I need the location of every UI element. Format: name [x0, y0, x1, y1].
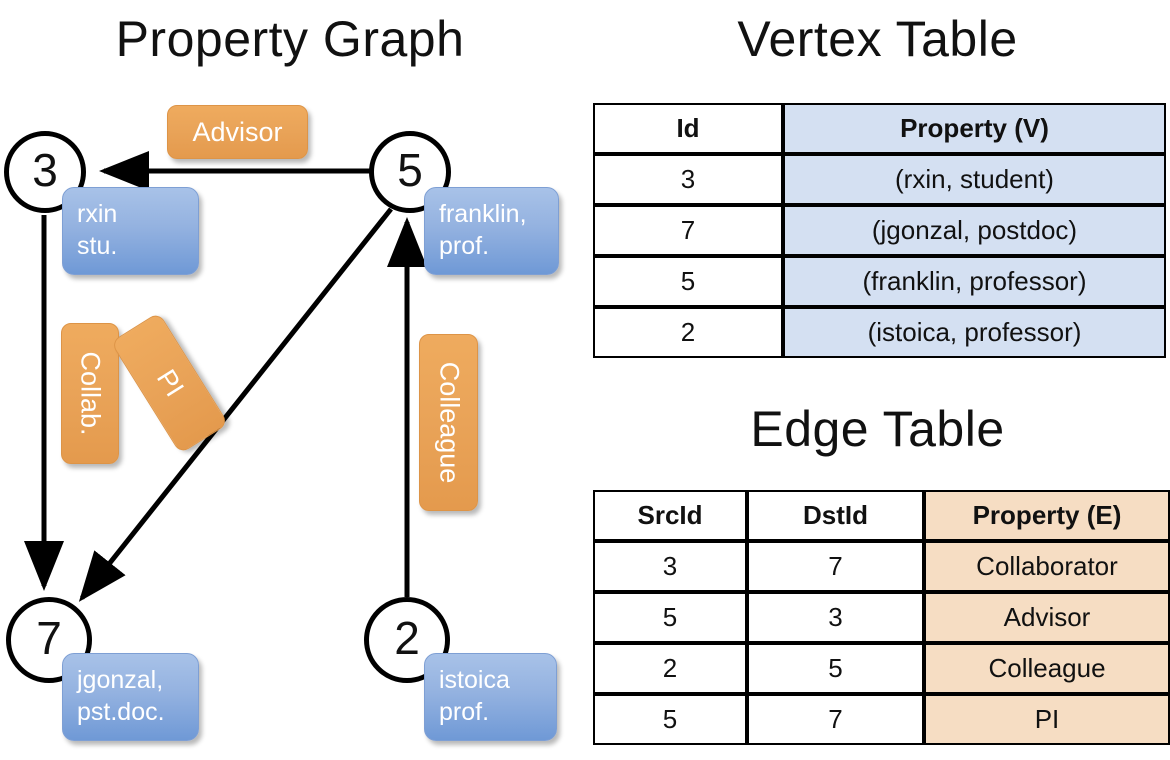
edge-table-header-srcid: SrcId	[593, 490, 747, 541]
page-title-vertex-table: Vertex Table	[737, 11, 1018, 67]
vertex-property-5-line2: prof.	[439, 232, 490, 260]
edge-label-colleague-text: Colleague	[434, 361, 464, 484]
table-row: 3 7 Collaborator	[593, 541, 1170, 592]
edge-table-cell-dstid: 7	[747, 694, 924, 745]
edge-table-cell-dstid: 5	[747, 643, 924, 694]
vertex-table-cell-property: (rxin, student)	[783, 154, 1166, 205]
vertex-table-cell-id: 2	[593, 307, 783, 358]
edge-table-cell-srcid: 5	[593, 694, 747, 745]
vertex-node-5-label: 5	[397, 144, 423, 196]
vertex-table-cell-id: 5	[593, 256, 783, 307]
table-row: 5 3 Advisor	[593, 592, 1170, 643]
table-row: 5 (franklin, professor)	[593, 256, 1166, 307]
vertex-property-2-line1: istoica	[439, 666, 510, 694]
edge-table-cell-property: PI	[924, 694, 1170, 745]
vertex-table: Id Property (V) 3 (rxin, student) 7 (jgo…	[593, 103, 1166, 358]
edge-5-to-7	[78, 207, 393, 602]
vertex-property-3-line1: rxin	[77, 200, 118, 228]
edge-table-cell-property: Colleague	[924, 643, 1170, 694]
edge-label-collab-text: Collab.	[75, 351, 106, 436]
vertex-node-2[interactable]: 2	[364, 597, 450, 683]
edge-table: SrcId DstId Property (E) 3 7 Collaborato…	[593, 490, 1170, 745]
vertex-table-cell-id: 3	[593, 154, 783, 205]
edge-table-cell-property: Advisor	[924, 592, 1170, 643]
vertex-property-7-line2: pst.doc.	[77, 698, 165, 726]
vertex-node-7-label: 7	[36, 612, 62, 664]
vertex-node-2-label: 2	[394, 612, 420, 664]
vertex-node-5[interactable]: 5	[369, 131, 451, 213]
page-title-property-graph: Property Graph	[115, 11, 465, 67]
vertex-property-box-3: rxin stu.	[62, 187, 199, 275]
vertex-property-3-line2: stu.	[77, 232, 118, 260]
vertex-table-cell-property: (franklin, professor)	[783, 256, 1166, 307]
vertex-property-box-5: franklin, prof.	[424, 187, 559, 275]
edge-table-header-dstid: DstId	[747, 490, 924, 541]
vertex-node-3-label: 3	[32, 144, 58, 196]
vertex-property-2-line2: prof.	[439, 698, 490, 726]
vertex-table-cell-id: 7	[593, 205, 783, 256]
edge-label-colleague: Colleague	[419, 334, 478, 511]
vertex-table-header-property: Property (V)	[783, 103, 1166, 154]
table-header-row: Id Property (V)	[593, 103, 1166, 154]
vertex-table-cell-property: (jgonzal, postdoc)	[783, 205, 1166, 256]
edge-table-header-property: Property (E)	[924, 490, 1170, 541]
vertex-property-box-7: jgonzal, pst.doc.	[62, 653, 199, 741]
vertex-property-7-line1: jgonzal,	[77, 666, 164, 694]
graph-edge-lines	[24, 151, 427, 602]
edge-table-cell-srcid: 2	[593, 643, 747, 694]
edge-label-pi-text: PI	[150, 363, 190, 402]
edge-table-cell-srcid: 3	[593, 541, 747, 592]
table-row: 3 (rxin, student)	[593, 154, 1166, 205]
page-title-edge-table: Edge Table	[750, 401, 1005, 457]
table-row: 2 (istoica, professor)	[593, 307, 1166, 358]
edge-table-cell-srcid: 5	[593, 592, 747, 643]
property-graph-canvas: 3 5 7 2 rxin stu. franklin, prof. jgonza…	[4, 105, 559, 741]
table-row: 7 (jgonzal, postdoc)	[593, 205, 1166, 256]
edge-label-advisor-text: Advisor	[192, 116, 283, 147]
edge-table-cell-dstid: 3	[747, 592, 924, 643]
edge-label-collab: Collab.	[61, 323, 119, 464]
table-row: 2 5 Colleague	[593, 643, 1170, 694]
edge-label-advisor: Advisor	[167, 105, 308, 159]
table-row: 5 7 PI	[593, 694, 1170, 745]
table-header-row: SrcId DstId Property (E)	[593, 490, 1170, 541]
edge-table-cell-dstid: 7	[747, 541, 924, 592]
vertex-property-box-2: istoica prof.	[424, 653, 557, 741]
vertex-table-cell-property: (istoica, professor)	[783, 307, 1166, 358]
vertex-property-5-line1: franklin,	[439, 200, 527, 228]
vertex-table-header-id: Id	[593, 103, 783, 154]
edge-table-cell-property: Collaborator	[924, 541, 1170, 592]
